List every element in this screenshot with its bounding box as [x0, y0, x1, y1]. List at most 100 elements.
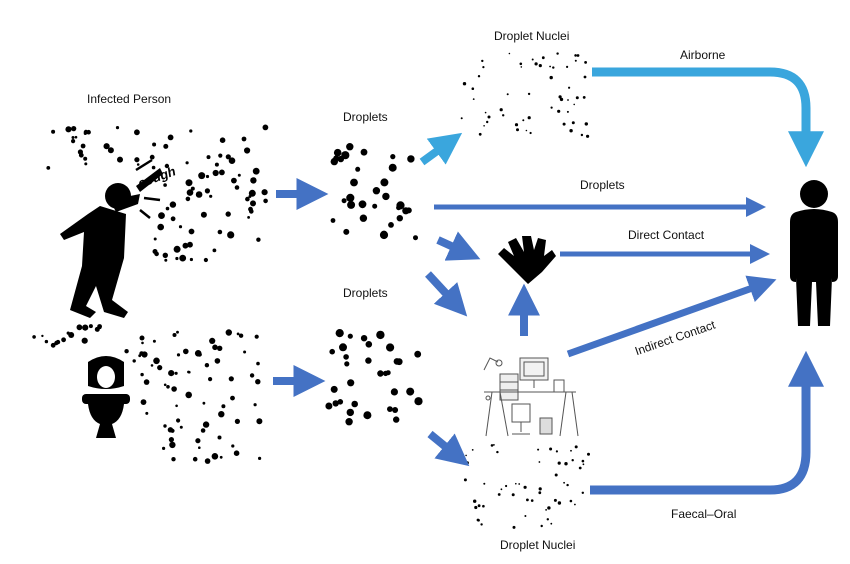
- particle-dot: [396, 205, 402, 211]
- particle-dot: [584, 122, 588, 126]
- droplets-route-label: Droplets: [580, 178, 625, 192]
- particle-dot: [157, 223, 164, 231]
- particle-dot: [569, 499, 573, 503]
- particle-dot: [230, 395, 235, 401]
- particle-dot: [254, 334, 259, 339]
- particle-dot: [256, 237, 261, 242]
- particle-dot: [71, 136, 75, 139]
- particle-dot: [358, 200, 367, 209]
- particle-dot: [341, 198, 347, 204]
- particle-dot: [204, 458, 211, 464]
- particle-dot: [515, 482, 517, 485]
- particle-dot: [582, 96, 586, 99]
- particle-dot: [236, 332, 240, 336]
- particle-dot: [527, 92, 531, 96]
- particle-dot: [185, 161, 189, 165]
- particle-dot: [141, 341, 144, 345]
- particle-dot: [44, 339, 49, 344]
- particle-dot: [347, 200, 356, 209]
- droplets-label-bottom: Droplets: [343, 286, 388, 300]
- particle-dot: [176, 418, 181, 423]
- particle-dot: [549, 65, 551, 68]
- particle-dot: [414, 397, 423, 406]
- particle-dot: [526, 498, 529, 502]
- droplet-nuclei-label-top: Droplet Nuclei: [494, 29, 570, 43]
- particle-dot: [496, 450, 499, 454]
- particle-dot: [170, 216, 176, 222]
- particle-dot: [563, 481, 565, 484]
- workspace-desk-icon: [483, 357, 579, 437]
- particle-dot: [377, 370, 384, 377]
- particle-dot: [499, 108, 503, 112]
- particle-dot: [221, 404, 226, 409]
- particle-dot: [77, 149, 83, 155]
- particle-dot: [163, 424, 167, 428]
- particle-dot: [557, 461, 561, 465]
- particle-dot: [183, 348, 189, 355]
- particle-dot: [188, 228, 195, 235]
- particle-dot: [329, 348, 336, 355]
- particle-dot: [523, 485, 527, 489]
- particle-dot: [262, 124, 269, 131]
- particle-dot: [388, 222, 394, 228]
- particle-dot: [335, 329, 344, 338]
- particle-dot: [569, 129, 573, 133]
- particle-dot: [365, 357, 372, 364]
- particle-dot: [520, 66, 523, 68]
- particle-dot: [217, 435, 222, 440]
- particle-dot: [350, 178, 358, 187]
- particle-dot: [372, 187, 381, 195]
- particle-dot: [360, 335, 368, 342]
- particle-dot: [209, 194, 213, 198]
- particle-dot: [406, 387, 415, 396]
- particle-dot: [219, 455, 223, 459]
- particle-dot: [149, 154, 155, 160]
- particle-dot: [168, 370, 175, 377]
- droplet-nuclei-label-bottom: Droplet Nuclei: [500, 538, 576, 552]
- particle-dot: [152, 249, 158, 254]
- particle-dot: [204, 363, 210, 368]
- particle-dot: [185, 179, 193, 187]
- particle-dot: [407, 155, 415, 163]
- arrow-droplets-to-nuclei-top: [419, 132, 463, 166]
- particle-dot: [218, 153, 223, 158]
- particle-dot: [330, 385, 338, 393]
- particle-dot: [559, 97, 564, 102]
- exhaled-particles-toilet: [32, 324, 263, 464]
- particle-dot: [363, 411, 372, 420]
- droplet-nuclei-cluster-top: [460, 52, 590, 138]
- particle-dot: [480, 523, 483, 526]
- particle-dot: [538, 64, 542, 68]
- particle-dot: [337, 155, 344, 163]
- particle-dot: [139, 335, 145, 341]
- particle-dot: [258, 456, 262, 460]
- particle-dot: [500, 488, 503, 491]
- particle-dot: [505, 484, 508, 488]
- particle-dot: [117, 156, 123, 163]
- particle-dot: [484, 111, 487, 114]
- particle-dot: [132, 359, 136, 363]
- particle-dot: [574, 59, 577, 62]
- particle-dot: [574, 54, 577, 57]
- particle-dot: [237, 173, 241, 177]
- particle-dot: [541, 56, 545, 60]
- particle-dot: [185, 391, 192, 399]
- particle-dot: [550, 106, 553, 109]
- particle-dot: [214, 162, 219, 167]
- particle-dot: [343, 354, 349, 360]
- particle-dot: [549, 75, 553, 80]
- particle-dot: [347, 379, 355, 387]
- particle-dot: [189, 257, 193, 262]
- particle-dot: [524, 515, 527, 517]
- airborne-label: Airborne: [680, 48, 726, 62]
- particle-dot: [388, 163, 397, 172]
- particle-dot: [238, 333, 244, 338]
- particle-dot: [477, 519, 480, 522]
- particle-dot: [94, 326, 100, 332]
- particle-dot: [165, 206, 170, 211]
- particle-dot: [141, 351, 148, 358]
- particle-dot: [243, 350, 247, 354]
- particle-dot: [261, 189, 268, 196]
- particle-dot: [84, 162, 88, 166]
- particle-dot: [343, 228, 350, 235]
